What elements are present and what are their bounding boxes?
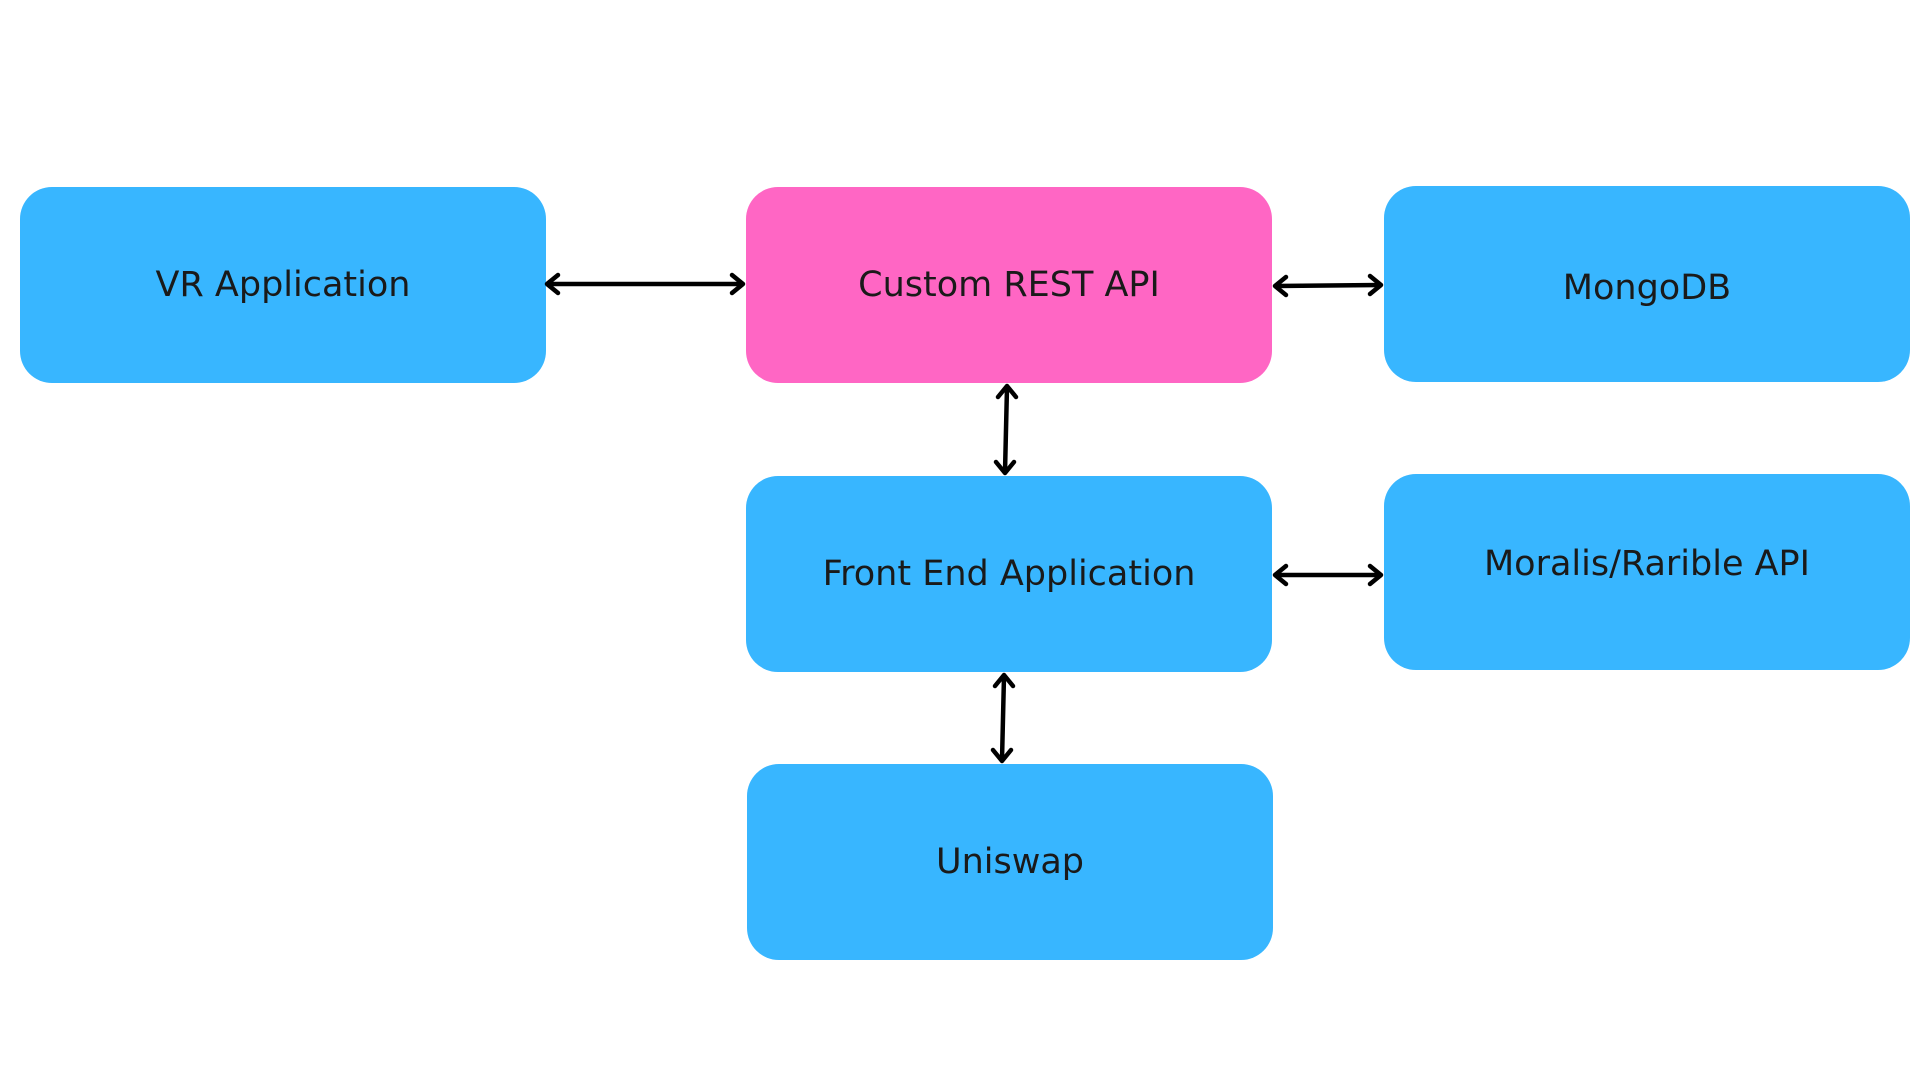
edge-front-end-to-moralis	[1272, 563, 1384, 587]
edge-rest-api-to-mongodb	[1272, 273, 1384, 298]
arrow-head-bottom	[993, 459, 1017, 476]
arrow-head-bottom	[990, 747, 1014, 764]
node-label: Custom REST API	[858, 265, 1160, 305]
node-front-end-application: Front End Application	[746, 476, 1272, 672]
node-label: Uniswap	[935, 842, 1085, 882]
arrow-head-top	[995, 383, 1019, 400]
arrow-head-right	[729, 272, 746, 296]
arrow-head-top	[992, 672, 1016, 689]
arrow-head-right	[1367, 563, 1384, 587]
node-label: Moralis/Rarible API	[1483, 544, 1810, 584]
node-label: MongoDB	[1562, 268, 1732, 308]
arrow-head-right	[1367, 273, 1384, 297]
node-mongodb: MongoDB	[1384, 186, 1910, 382]
node-custom-rest-api: Custom REST API	[746, 187, 1272, 383]
edge-line	[1002, 384, 1010, 475]
arrow-head-left	[544, 272, 561, 296]
node-uniswap: Uniswap	[747, 764, 1273, 960]
edge-front-end-to-uniswap	[990, 672, 1016, 764]
edge-line	[1273, 282, 1383, 289]
node-vr-application: VR Application	[20, 187, 546, 383]
edge-line	[999, 673, 1007, 763]
arrow-head-left	[1272, 563, 1289, 587]
edge-vr-to-rest-api	[544, 272, 746, 296]
node-moralis-rarible-api: Moralis/Rarible API	[1384, 474, 1910, 670]
node-label: VR Application	[155, 265, 411, 305]
arrow-head-left	[1272, 274, 1289, 298]
node-label: Front End Application	[822, 554, 1196, 594]
edge-rest-api-to-front-end	[993, 383, 1019, 476]
